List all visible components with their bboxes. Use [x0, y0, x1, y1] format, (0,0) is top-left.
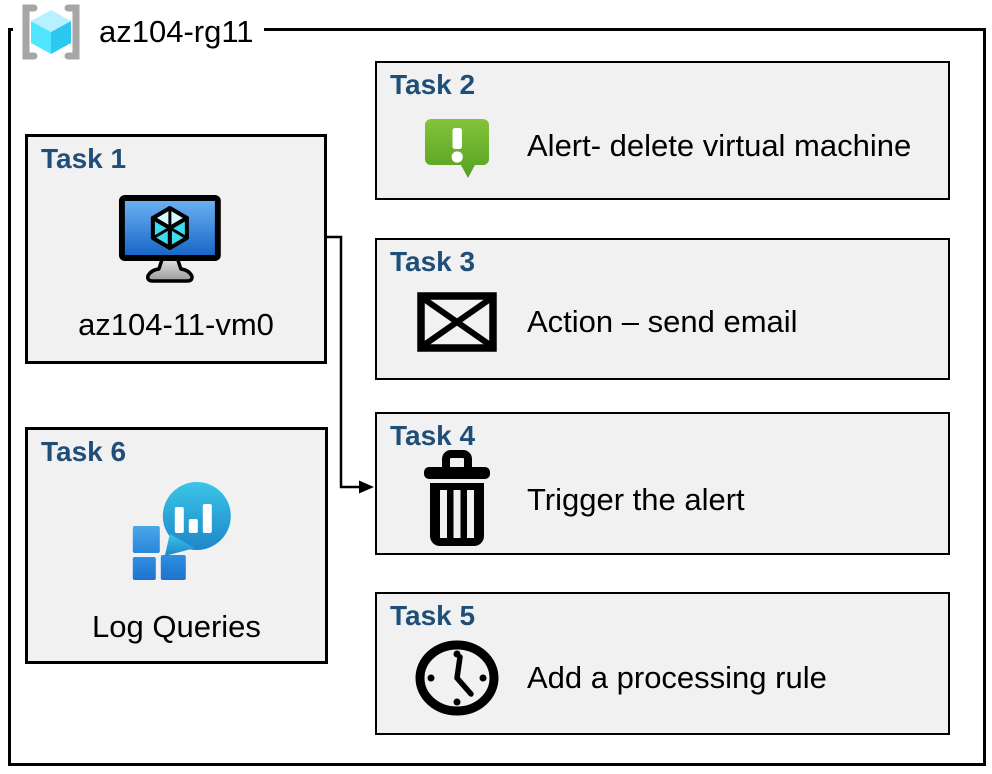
alert-icon — [425, 119, 489, 178]
task-label: Log Queries — [92, 609, 261, 644]
task-label: Alert- delete virtual machine — [527, 128, 912, 163]
log-queries-icon — [132, 482, 231, 580]
task-title: Task 1 — [41, 143, 127, 174]
task-box-3: Task 3 Action – send email — [375, 238, 950, 380]
resource-group-header: az104-rg11 — [13, 3, 264, 61]
resource-group-title: az104-rg11 — [99, 14, 254, 49]
task-label: Action – send email — [527, 304, 798, 339]
task-label: Add a processing rule — [527, 660, 827, 695]
task-box-4: Task 4 Trigger the alert — [375, 412, 950, 555]
resource-group-icon — [22, 4, 80, 60]
task-box-1: Task 1 az104-11-vm — [25, 134, 327, 364]
task-title: Task 6 — [41, 436, 127, 467]
trash-icon — [424, 450, 490, 546]
email-icon — [417, 292, 497, 352]
task-box-2: Task 2 Alert- delete virtual machine — [375, 61, 950, 200]
resource-group-container — [8, 28, 986, 766]
task-label: Trigger the alert — [527, 482, 745, 517]
task-title: Task 3 — [390, 246, 476, 277]
task-box-5: Task 5 Add a processing rule — [375, 592, 950, 735]
task-title: Task 2 — [390, 69, 476, 100]
task-title: Task 4 — [390, 420, 476, 451]
virtual-machine-icon — [118, 195, 221, 283]
task-label: az104-11-vm0 — [78, 307, 274, 342]
task-title: Task 5 — [390, 600, 476, 631]
clock-icon — [415, 640, 499, 716]
task-box-6: Task 6 Log Queries — [25, 427, 328, 664]
